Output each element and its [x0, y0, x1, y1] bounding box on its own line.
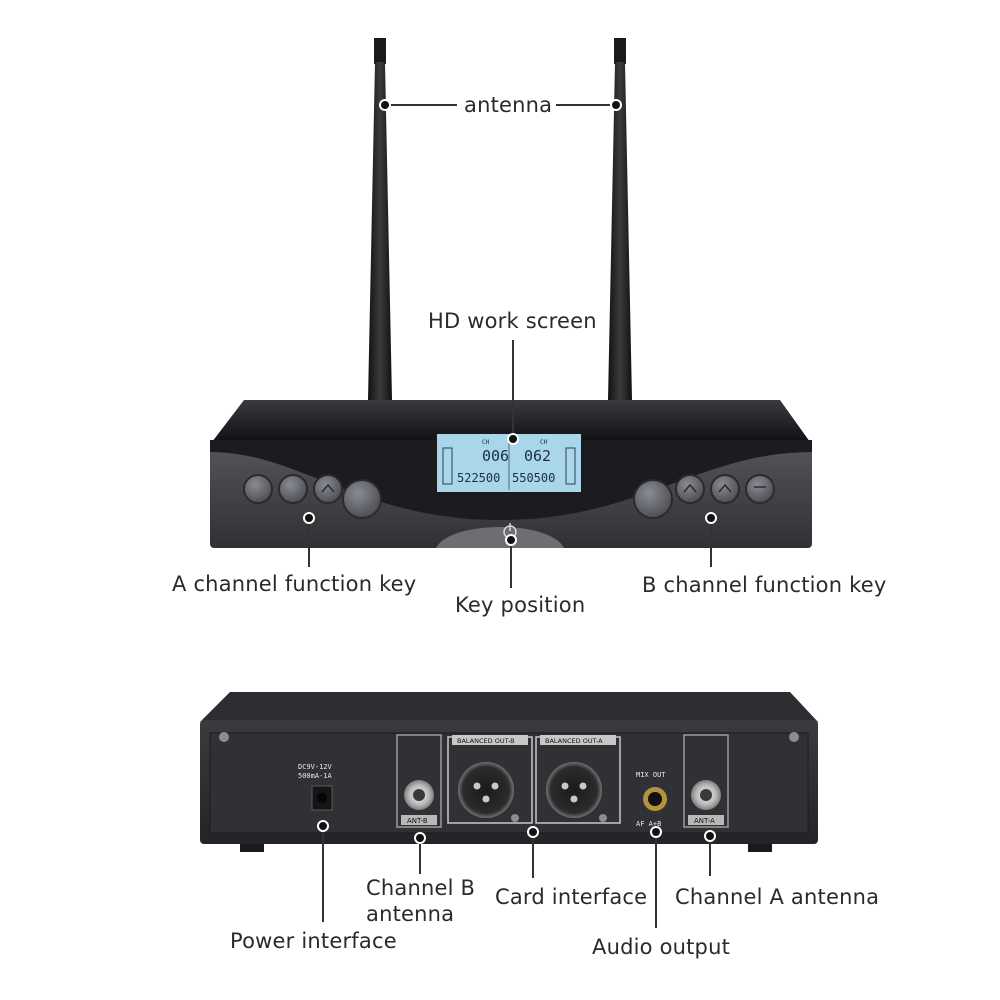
a-channel-buttons: [243, 474, 382, 519]
a-button-2[interactable]: [278, 474, 308, 504]
ant-a-label: ANT-A: [694, 817, 715, 825]
power-jack[interactable]: DC9V-12V 500mA-1A: [298, 763, 333, 811]
mix-out-label: MIX OUT: [636, 771, 666, 779]
mix-out-jack[interactable]: MIX OUT AF A+B: [636, 771, 667, 828]
lcd-screen: CH CH 006 062 522500 550500: [435, 432, 583, 494]
power-interface-label: Power interface: [230, 929, 397, 953]
channel-b-antenna-label-line1: Channel B: [366, 876, 476, 900]
power-key-panel: [436, 527, 564, 548]
lcd-freq-right: 550500: [512, 471, 555, 485]
b-button-up[interactable]: [675, 474, 705, 504]
ant-b-connector[interactable]: ANT-B: [396, 734, 442, 828]
ant-a-connector[interactable]: ANT-A: [683, 734, 729, 828]
balanced-a-label: BALANCED OUT-A: [545, 737, 603, 745]
receiver-rear: [200, 692, 818, 852]
a-button-1[interactable]: [243, 474, 273, 504]
lcd-freq-left: 522500: [457, 471, 500, 485]
power-spec-line1: DC9V-12V: [298, 763, 333, 771]
antenna-right: [608, 38, 632, 400]
lcd-channel-right: 062: [524, 447, 551, 465]
channel-a-antenna-label: Channel A antenna: [675, 885, 880, 909]
audio-output-label: Audio output: [592, 935, 731, 959]
a-button-up[interactable]: [313, 474, 343, 504]
ant-b-label: ANT-B: [407, 817, 428, 825]
lcd-channel-left: 006: [482, 447, 509, 465]
card-interface-label: Card interface: [495, 885, 648, 909]
b-button-3[interactable]: [745, 474, 775, 504]
callout-dots-front: [303, 99, 717, 546]
power-spec-line2: 500mA-1A: [298, 772, 333, 780]
balanced-b-label: BALANCED OUT-B: [457, 737, 515, 745]
key-position-label: Key position: [455, 593, 586, 617]
callout-dots-rear: [317, 820, 716, 844]
chevron-up-icon: [718, 483, 732, 493]
front-callouts: [308, 104, 712, 588]
lcd-ch-left: CH: [482, 439, 490, 446]
a-button-select[interactable]: [342, 479, 382, 519]
antenna-label: antenna: [464, 93, 553, 117]
hd-screen-label: HD work screen: [428, 309, 597, 333]
antenna-left: [368, 38, 392, 400]
b-button-2[interactable]: [710, 474, 740, 504]
lcd-ch-right: CH: [540, 439, 548, 446]
a-channel-key-label: A channel function key: [172, 572, 417, 596]
af-ab-label: AF A+B: [636, 820, 661, 828]
balanced-out-a[interactable]: BALANCED OUT-A: [535, 735, 621, 824]
chevron-up-icon: [321, 483, 335, 493]
b-button-select[interactable]: [633, 479, 673, 519]
balanced-out-b[interactable]: BALANCED OUT-B: [447, 735, 533, 824]
b-channel-key-label: B channel function key: [642, 573, 887, 597]
b-channel-buttons: [633, 474, 775, 519]
chevron-up-icon: [683, 483, 697, 493]
channel-b-antenna-label-line2: antenna: [366, 902, 455, 926]
